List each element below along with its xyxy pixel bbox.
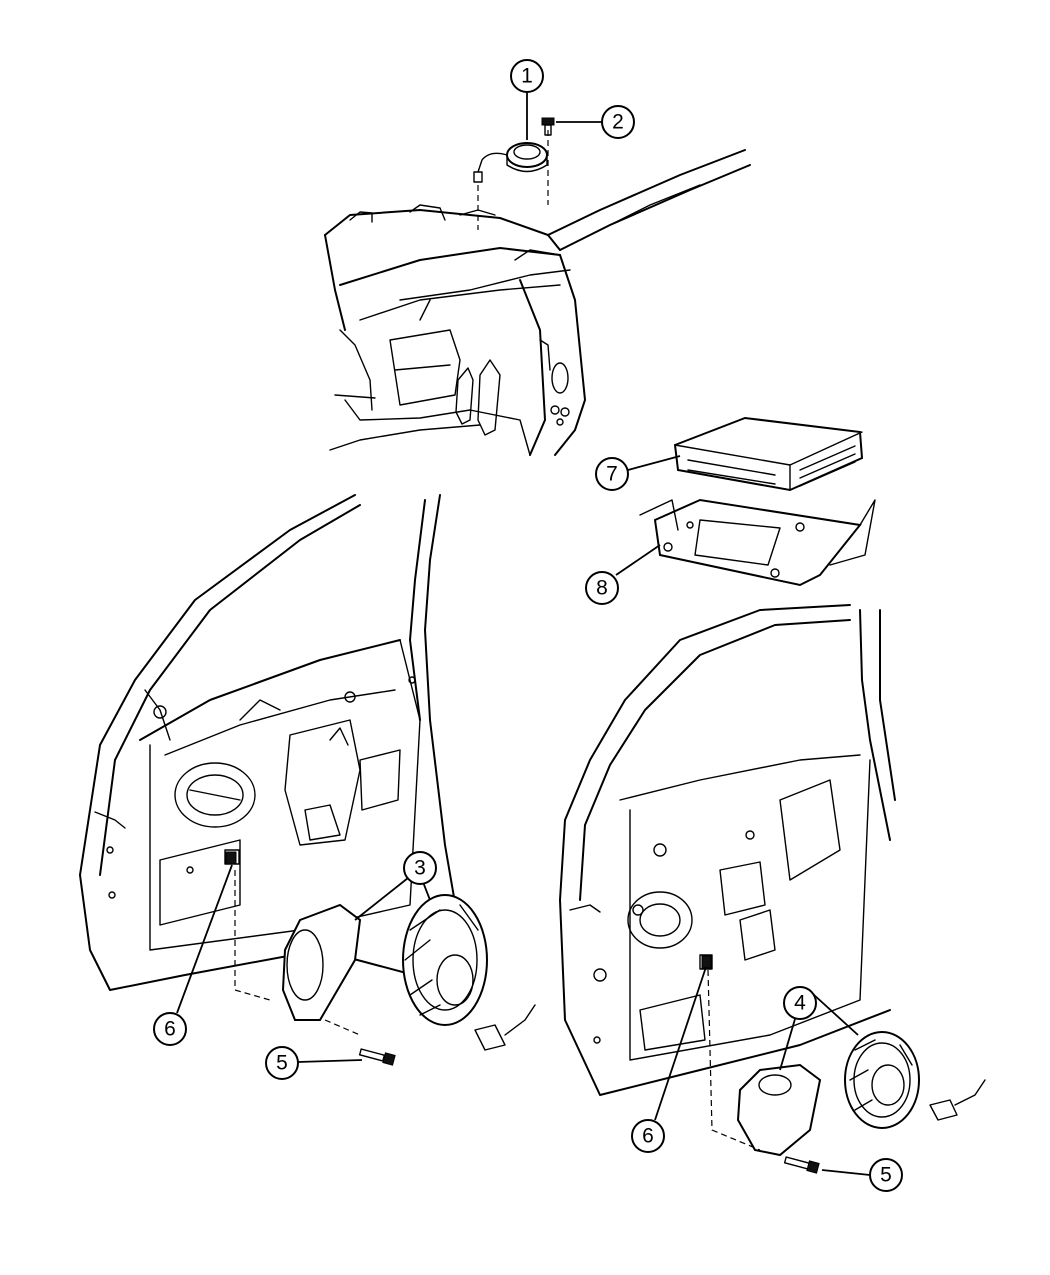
rear-door-speaker-shield (736, 1063, 822, 1157)
front-door-speaker (234, 870, 536, 1051)
callout-6-rear: 6 (631, 1119, 665, 1153)
front-door-speaker-shield (281, 903, 362, 1021)
tweeter-screw (541, 117, 555, 136)
callout-8-label: 8 (596, 577, 608, 600)
callout-1-label: 1 (521, 65, 533, 88)
callout-5-rear: 5 (869, 1158, 903, 1192)
callout-7: 7 (595, 457, 629, 491)
rear-door-speaker-screw (783, 1156, 820, 1174)
callout-5-front-label: 5 (276, 1052, 288, 1075)
callout-8: 8 (585, 571, 619, 605)
instrument-panel-speaker (473, 130, 549, 230)
instrument-panel-illustration (324, 149, 751, 456)
callout-5-front: 5 (265, 1046, 299, 1080)
callout-6-rear-label: 6 (642, 1125, 654, 1148)
callout-2-label: 2 (612, 111, 624, 134)
front-door-illustration (79, 494, 471, 991)
rear-door-speaker-clip (701, 955, 712, 969)
callout-3-label: 3 (414, 857, 426, 880)
callout-6-front: 6 (153, 1012, 187, 1046)
callout-3: 3 (403, 851, 437, 885)
callout-4: 4 (783, 986, 817, 1020)
front-door-speaker-screw (358, 1048, 396, 1066)
rear-door-illustration (559, 604, 896, 1096)
leader-lines (176, 92, 871, 1176)
amplifier (673, 416, 864, 492)
callout-2: 2 (601, 105, 635, 139)
callout-1: 1 (510, 59, 544, 93)
callout-6-front-label: 6 (164, 1018, 176, 1041)
rear-door-speaker (707, 969, 986, 1151)
callout-7-label: 7 (606, 463, 618, 486)
callout-4-label: 4 (794, 992, 806, 1015)
callout-5-rear-label: 5 (880, 1164, 892, 1187)
front-door-speaker-clip (225, 851, 237, 865)
amplifier-bracket (639, 498, 876, 587)
